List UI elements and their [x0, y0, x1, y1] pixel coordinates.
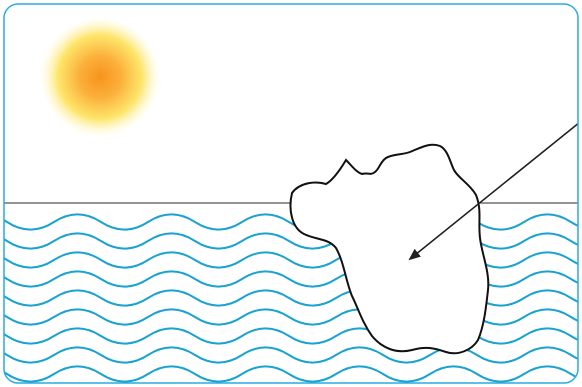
wave-line — [0, 252, 582, 267]
wave-line — [0, 233, 582, 248]
wave-line — [0, 309, 582, 324]
wave-line — [0, 271, 582, 286]
ocean-waves — [0, 214, 582, 381]
wave-line — [0, 347, 582, 362]
wave-line — [0, 366, 582, 381]
sun-icon — [40, 17, 160, 137]
wave-line — [0, 290, 582, 305]
iceberg-shape — [291, 145, 489, 354]
wave-line — [0, 328, 582, 343]
